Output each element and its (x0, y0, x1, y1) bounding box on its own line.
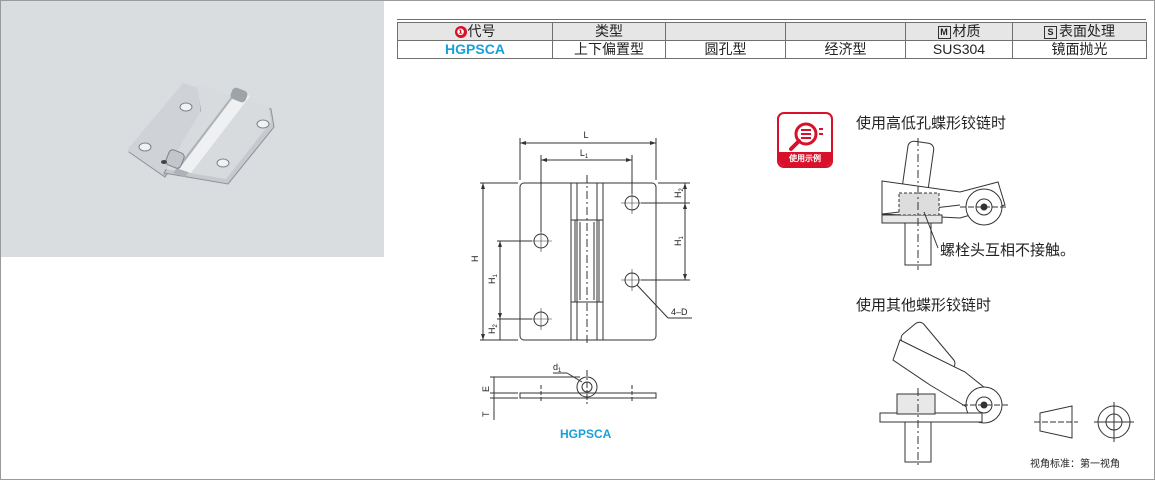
material-badge: M (937, 26, 951, 39)
usage-example-badge: 使用示例 (777, 112, 833, 168)
drawing-model-label: HGPSCA (560, 427, 612, 441)
usage-note-1: 螺栓头互相不接触。 (940, 242, 1076, 259)
dim-4D: 4–D (671, 307, 688, 317)
hinge-photo-icon (127, 83, 275, 185)
cell-code[interactable]: HGPSCA (397, 40, 553, 59)
cell-hole-type: 圆孔型 (665, 40, 786, 59)
usage-title-1: 使用高低孔蝶形铰链时 (856, 115, 1007, 132)
dim-H2-left: H2 (487, 324, 499, 335)
header-blank-2 (785, 22, 906, 41)
dim-H2-right: H2 (673, 188, 685, 199)
header-type: 类型 (552, 22, 666, 41)
product-photo (1, 1, 384, 257)
order-number-badge: ❶ (454, 26, 467, 38)
magnifier-icon (789, 122, 823, 151)
side-view-plate (519, 392, 657, 399)
cell-material: SUS304 (905, 40, 1013, 59)
usage-badge-label: 使用示例 (779, 152, 831, 166)
projection-view-label: 视角标准：第一视角 (1030, 459, 1120, 470)
cell-type: 上下偏置型 (552, 40, 666, 59)
dim-E: E (481, 386, 491, 392)
cell-surface: 镜面抛光 (1012, 40, 1147, 59)
cell-grade: 经济型 (785, 40, 906, 59)
usage-title-2: 使用其他蝶形铰链时 (856, 297, 992, 314)
table-row: HGPSCA 上下偏置型 圆孔型 经济型 SUS304 镜面抛光 (397, 40, 1147, 59)
surface-badge: S (1044, 26, 1057, 39)
dim-L1: L1 (580, 148, 589, 160)
dim-H1-right: H1 (673, 236, 685, 247)
dim-d1: d1 (553, 362, 562, 374)
header-blank-1 (665, 22, 786, 41)
dim-H: H (470, 256, 480, 263)
table-top-rule (397, 19, 1146, 20)
dim-T: T (481, 411, 491, 417)
dim-H1-left: H1 (487, 274, 499, 285)
dim-L: L (583, 130, 588, 140)
projection-symbol-icon (1034, 402, 1134, 442)
hinge-plate-outline (519, 182, 657, 341)
